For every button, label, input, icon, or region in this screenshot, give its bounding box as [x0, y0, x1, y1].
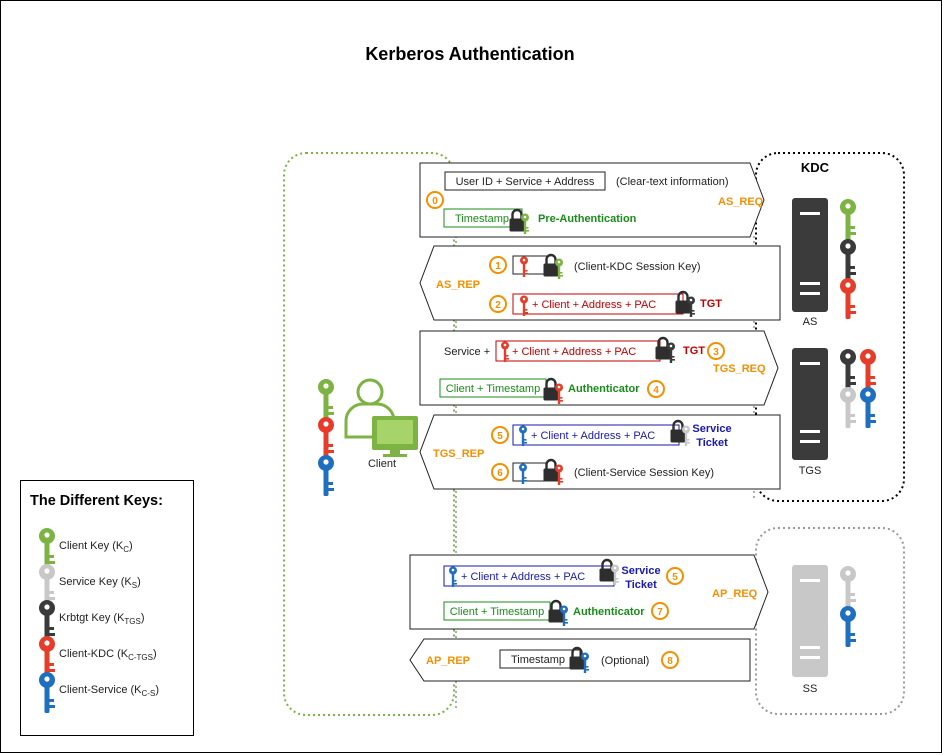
- tgs-service-key-icon: [840, 387, 856, 428]
- step-0-number: 0: [432, 196, 438, 207]
- ap-req-message: + Client + Address + PAC Service Ticket …: [409, 554, 769, 630]
- ap-rep-message: AP_REP Timestamp (Optional) 8: [409, 638, 751, 682]
- tgs-req-auth-label: Authenticator: [568, 383, 640, 395]
- ss-server-icon: [792, 565, 828, 677]
- step-2-number: 2: [495, 300, 501, 311]
- as-rep-message: AS_REP 1 (Client-KDC Session Key) 2 + Cl…: [419, 245, 781, 321]
- legend-item-client-key: Client Key (KC): [59, 540, 133, 555]
- legend-client-service-key-icon: [39, 672, 55, 713]
- legend-item-client-kdc-key: Client-KDC (KC-TGS): [59, 648, 157, 663]
- step-8-number: 8: [667, 656, 673, 667]
- ap-req-ticket-box: + Client + Address + PAC: [461, 571, 585, 583]
- tgs-rep-label: TGS_REP: [433, 448, 484, 460]
- tgs-rep-message: TGS_REP 5 + Client + Address + PAC Servi…: [419, 414, 781, 490]
- ap-req-auth-box: Client + Timestamp: [450, 606, 544, 618]
- tgs-krbtgt-key-icon: [840, 349, 856, 390]
- ap-req-auth-label: Authenticator: [573, 606, 645, 618]
- as-req-preauth-label: Pre-Authentication: [538, 213, 637, 225]
- step-5-badge-ap: [666, 567, 684, 585]
- as-req-timestamp-box: Timestamp: [455, 213, 509, 225]
- step-5-number-tgs: 5: [497, 431, 503, 442]
- ss-label: SS: [803, 683, 818, 695]
- step-0-badge: [426, 191, 444, 209]
- legend-title: The Different Keys:: [30, 493, 163, 509]
- step-1-number: 1: [495, 261, 501, 272]
- client-person-icon: [344, 378, 418, 457]
- tgs-req-tgt-label: TGT: [683, 345, 705, 357]
- ap-req-label: AP_REQ: [712, 588, 758, 600]
- ss-service-key-icon: [840, 566, 856, 607]
- legend-key-icons: [39, 528, 55, 713]
- step-8-badge: [661, 651, 679, 669]
- step-3-number: 3: [713, 347, 719, 358]
- tgs-req-service-prefix: Service +: [444, 346, 490, 358]
- kdc-label: KDC: [801, 160, 830, 175]
- step-5-number-ap: 5: [672, 572, 678, 583]
- tgs-rep-session-key-note: (Client-Service Session Key): [574, 467, 714, 479]
- step-6-badge: [491, 463, 509, 481]
- ap-req-ticket-label-1: Service: [621, 565, 660, 577]
- as-krbtgt-key-icon: [840, 239, 856, 280]
- as-server-icon: [792, 198, 828, 312]
- client-key-icon: [318, 379, 334, 420]
- step-6-number: 6: [497, 468, 503, 479]
- tgs-req-tgt-box: + Client + Address + PAC: [512, 346, 636, 358]
- legend-client-key-icon: [39, 528, 55, 569]
- tgs-label: TGS: [799, 465, 822, 477]
- step-1-badge: [489, 256, 507, 274]
- tgs-rep-ticket-label-2: Ticket: [696, 437, 728, 449]
- legend-service-key-icon: [39, 564, 55, 605]
- legend-client-kdc-key-icon: [39, 636, 55, 677]
- tgs-req-auth-box: Client + Timestamp: [446, 383, 540, 395]
- step-7-number: 7: [657, 607, 663, 618]
- legend-krbtgt-key-icon: [39, 600, 55, 641]
- step-4-badge: [647, 380, 665, 398]
- ap-rep-timestamp-box: Timestamp: [511, 654, 565, 666]
- client-service-key-icon: [318, 455, 334, 496]
- client-kdc-key-icon: [318, 417, 334, 458]
- as-rep-tgt-box: + Client + Address + PAC: [532, 299, 656, 311]
- step-4-number: 4: [653, 385, 659, 396]
- tgs-client-service-key-icon: [860, 387, 876, 428]
- ap-rep-label: AP_REP: [426, 655, 470, 667]
- ap-rep-optional-note: (Optional): [601, 655, 649, 667]
- step-2-badge: [489, 295, 507, 313]
- tgs-req-message: Service + + Client + Address + PAC TGT 3…: [419, 330, 779, 406]
- tgs-client-kdc-key-icon: [860, 349, 876, 390]
- as-rep-session-key-note: (Client-KDC Session Key): [574, 261, 701, 273]
- diagram-title: Kerberos Authentication: [365, 44, 575, 64]
- legend-item-client-service-key: Client-Service (KC-S): [59, 684, 159, 699]
- step-5-badge-tgs: [491, 426, 509, 444]
- as-rep-tgt-label: TGT: [700, 298, 722, 310]
- step-3-badge: [707, 342, 725, 360]
- as-req-clear-text-note: (Clear-text information): [616, 176, 728, 188]
- tgs-server-icon: [792, 348, 828, 460]
- as-req-label: AS_REQ: [718, 196, 764, 208]
- as-client-kdc-key-icon: [840, 278, 856, 319]
- as-client-key-icon: [840, 199, 856, 240]
- client-label: Client: [368, 458, 396, 470]
- keys-legend: The Different Keys: Client Key (KC) Serv…: [20, 480, 194, 736]
- ss-client-service-key-icon: [840, 606, 856, 647]
- as-rep-label: AS_REP: [436, 279, 480, 291]
- as-req-message: User ID + Service + Address (Clear-text …: [419, 162, 765, 238]
- tgs-rep-ticket-box: + Client + Address + PAC: [531, 430, 655, 442]
- step-7-badge: [651, 602, 669, 620]
- client-region: [283, 152, 455, 716]
- legend-item-krbtgt-key: Krbtgt Key (KTGS): [59, 612, 145, 627]
- ap-req-ticket-label-2: Ticket: [625, 579, 657, 591]
- tgs-req-label: TGS_REQ: [713, 363, 766, 375]
- ss-region: [755, 527, 905, 715]
- tgs-rep-ticket-label-1: Service: [692, 423, 731, 435]
- as-req-clear-text-box: User ID + Service + Address: [456, 176, 595, 188]
- as-label: AS: [803, 316, 818, 328]
- legend-item-service-key: Service Key (KS): [59, 576, 141, 591]
- kdc-region: [755, 152, 905, 502]
